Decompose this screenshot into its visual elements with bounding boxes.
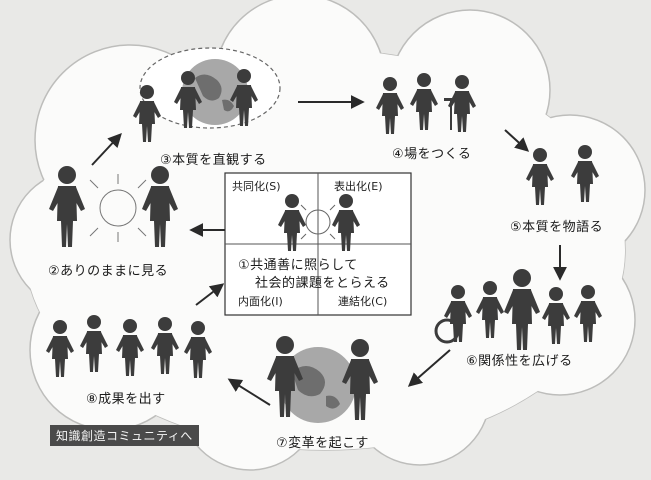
- step-4-label: ④場をつくる: [392, 147, 472, 162]
- step-2-label: ②ありのままに見る: [48, 264, 169, 279]
- globe-icon-bottom: [280, 347, 356, 423]
- step-1-label-line2: 社会的課題をとらえる: [255, 276, 390, 291]
- footer-tag: 知識創造コミュニティへ: [50, 425, 199, 446]
- step-7-label: ⑦変革を起こす: [276, 436, 369, 451]
- step-8-label: ⑧成果を出す: [86, 392, 166, 407]
- seci-matrix: [224, 172, 412, 316]
- matrix-quadrant-socialization: 共同化(S): [232, 180, 281, 193]
- matrix-quadrant-combination: 連結化(C): [338, 295, 388, 308]
- step-3-label: ③本質を直観する: [160, 153, 267, 168]
- cycle-arrows: [91, 95, 567, 406]
- wheelchair-icon: [434, 318, 460, 344]
- step-5-label: ⑤本質を物語る: [510, 220, 604, 235]
- matrix-burst-icon: [300, 204, 336, 240]
- burst-icon: [89, 174, 147, 242]
- step-1-label-line1: ①共通善に照らして: [238, 258, 358, 273]
- figures: [46, 69, 602, 420]
- matrix-quadrant-externalization: 表出化(E): [334, 180, 383, 193]
- matrix-quadrant-internalization: 内面化(I): [238, 295, 283, 308]
- step-6-label: ⑥関係性を広げる: [466, 354, 573, 369]
